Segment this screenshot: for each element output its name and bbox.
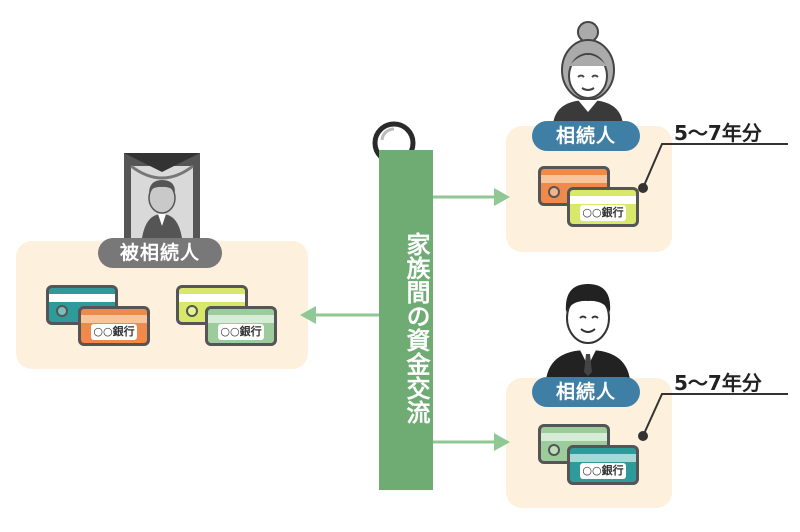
bank-card-icon: ○○銀行 <box>205 306 277 346</box>
memorial-portrait-icon <box>124 153 200 243</box>
arrow-right-icon <box>433 188 510 206</box>
bank-name-label: ○○銀行 <box>580 205 626 221</box>
man-icon <box>546 284 630 380</box>
bank-name-label: ○○銀行 <box>218 324 264 340</box>
bank-name-label: ○○銀行 <box>580 463 626 479</box>
bank-card-icon: ○○銀行 <box>567 187 639 227</box>
arrow-left-icon <box>300 306 379 324</box>
bank-name-label: ○○銀行 <box>91 324 137 340</box>
heir-label-bottom: 相続人 <box>532 377 640 407</box>
years-label-top: 5〜7年分 <box>674 121 762 145</box>
bank-card-icon <box>46 285 118 325</box>
bank-card-icon: ○○銀行 <box>567 445 639 485</box>
flow-label: 家族間の資金交流 <box>402 232 430 424</box>
decedent-label: 被相続人 <box>98 238 222 268</box>
years-label-bottom: 5〜7年分 <box>674 371 762 395</box>
heir-label-top: 相続人 <box>532 121 640 151</box>
arrow-right-icon <box>433 433 510 451</box>
family-fund-flow-bar: 家族間の資金交流 <box>379 150 433 490</box>
elderly-woman-icon <box>553 21 623 124</box>
callout-line-bottom <box>638 393 788 441</box>
bank-card-icon: ○○銀行 <box>78 306 150 346</box>
callout-line-top <box>638 143 788 193</box>
